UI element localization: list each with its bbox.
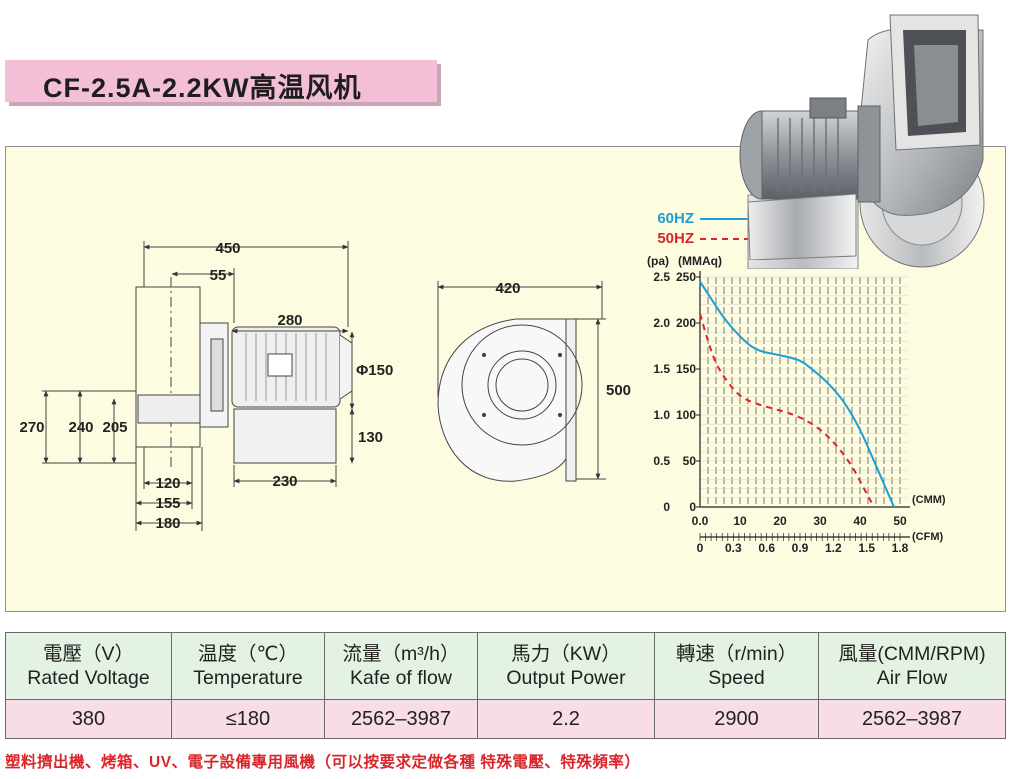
y-tick-label-mmaq: 250 — [676, 270, 696, 284]
x-tick-label-cfm: 0.6 — [758, 541, 775, 555]
spec-header-en: Temperature — [193, 667, 303, 689]
spec-value-power: 2.2 — [477, 699, 655, 739]
spec-header-en: Rated Voltage — [27, 667, 150, 689]
spec-header-zh: 流量（m³/h） — [342, 643, 460, 665]
x-tick-label-cmm: 40 — [853, 514, 867, 528]
legend-50hz-label: 50HZ — [657, 230, 694, 247]
x-tick-label-cfm: 0.3 — [725, 541, 742, 555]
dim-height-240: 240 — [68, 419, 93, 436]
spec-value-temperature: ≤180 — [171, 699, 325, 739]
x-axis-label-cmm: (CMM) — [912, 494, 946, 506]
dim-bottom-120: 120 — [155, 475, 180, 492]
spec-value-voltage: 380 — [5, 699, 172, 739]
spec-value-row: 380 ≤180 2562–3987 2.2 2900 2562–3987 — [5, 699, 1006, 739]
spec-header-zh: 風量(CMM/RPM) — [838, 643, 986, 665]
x-tick-label-cmm: 0.0 — [692, 514, 709, 528]
y-tick-label-mmaq: 200 — [676, 316, 696, 330]
spec-header-en: Speed — [708, 667, 765, 689]
spec-value-speed: 2900 — [654, 699, 819, 739]
x-tick-label-cfm: 1.5 — [858, 541, 875, 555]
dim-front-height: 500 — [606, 382, 631, 399]
spec-value-airflow: 2562–3987 — [818, 699, 1006, 739]
spec-header-zh: 轉速（r/min） — [675, 643, 798, 665]
x-tick-label-cfm: 1.8 — [892, 541, 909, 555]
front-housing — [437, 318, 572, 482]
dim-motor: 280 — [277, 312, 302, 329]
spec-header-power: 馬力（KW）Output Power — [477, 632, 655, 700]
spec-header-zh: 馬力（KW） — [511, 643, 621, 665]
footnote: 塑料擠出機、烤箱、UV、電子設備專用風機（可以按要求定做各種 特殊電壓、特殊頻率… — [5, 754, 641, 771]
front-view — [437, 281, 606, 482]
dim-base-height: 130 — [358, 429, 383, 446]
y-tick-label-pa: 2.0 — [653, 316, 670, 330]
y-tick-label-pa: 1.0 — [653, 408, 670, 422]
x-tick-label-cfm: 0 — [697, 541, 704, 555]
side-outlet — [137, 394, 201, 424]
spec-table: 電壓（V）Rated Voltage 温度（℃）Temperature 流量（m… — [5, 632, 1006, 739]
dim-front-width: 420 — [495, 280, 520, 297]
x-axis-label-cfm: (CFM) — [912, 531, 943, 543]
y-tick-label-mmaq: 150 — [676, 362, 696, 376]
series-line-50hz — [699, 313, 875, 508]
spec-header-voltage: 電壓（V）Rated Voltage — [5, 632, 172, 700]
spec-header-zh: 電壓（V） — [42, 643, 134, 665]
spec-header-temperature: 温度（℃）Temperature — [171, 632, 325, 700]
y-tick-label-pa: 2.5 — [653, 270, 670, 284]
y-tick-label-mmaq: 100 — [676, 408, 696, 422]
dim-height-270: 270 — [19, 419, 44, 436]
spec-header-speed: 轉速（r/min）Speed — [654, 632, 819, 700]
y-tick-label-mmaq: 0 — [689, 500, 696, 514]
chart-axes — [699, 271, 910, 538]
legend-60hz-label: 60HZ — [657, 210, 694, 227]
blower-photo-top — [739, 14, 984, 260]
x-tick-label-cmm: 20 — [773, 514, 787, 528]
spec-header-en: Kafe of flow — [350, 667, 452, 689]
side-view — [42, 241, 355, 531]
technical-drawing: 450 55 280 Φ150 270 240 205 130 230 120 … — [19, 210, 946, 555]
spec-value-flow: 2562–3987 — [324, 699, 478, 739]
y-tick-label-pa: 0.5 — [653, 454, 670, 468]
spec-header-en: Output Power — [506, 667, 626, 689]
dim-bottom-155: 155 — [155, 495, 180, 512]
dim-overall: 450 — [215, 240, 240, 257]
spec-header-zh: 温度（℃） — [198, 643, 298, 665]
x-tick-label-cmm: 30 — [813, 514, 827, 528]
spec-header-row: 電壓（V）Rated Voltage 温度（℃）Temperature 流量（m… — [5, 632, 1006, 700]
dim-motor-dia: Φ150 — [356, 362, 393, 379]
y-tick-label-pa: 1.5 — [653, 362, 670, 376]
x-tick-label-cfm: 0.9 — [792, 541, 809, 555]
x-tick-label-cmm: 10 — [733, 514, 747, 528]
dim-bottom-180: 180 — [155, 515, 180, 532]
dim-outlet: 55 — [210, 267, 227, 284]
series-line-60hz — [699, 281, 895, 508]
chart-grid — [699, 276, 908, 508]
dim-base-width: 230 — [272, 473, 297, 490]
side-base — [233, 408, 337, 464]
y-axis-label-mmaq: (MMAq) — [678, 254, 722, 268]
spec-header-en: Air Flow — [876, 667, 948, 689]
spec-header-flow: 流量（m³/h）Kafe of flow — [324, 632, 478, 700]
y-axis-label-pa: (pa) — [647, 254, 669, 268]
y-tick-label-pa: 0 — [663, 500, 670, 514]
y-tick-label-mmaq: 50 — [683, 454, 697, 468]
spec-header-airflow: 風量(CMM/RPM)Air Flow — [818, 632, 1006, 700]
x-tick-label-cmm: 50 — [893, 514, 907, 528]
page-title: CF-2.5A-2.2KW高温风机 — [43, 73, 362, 103]
chart-series — [699, 281, 895, 508]
x-tick-label-cfm: 1.2 — [825, 541, 842, 555]
dim-height-205: 205 — [102, 419, 127, 436]
title-bar: CF-2.5A-2.2KW高温风机 — [5, 60, 437, 103]
